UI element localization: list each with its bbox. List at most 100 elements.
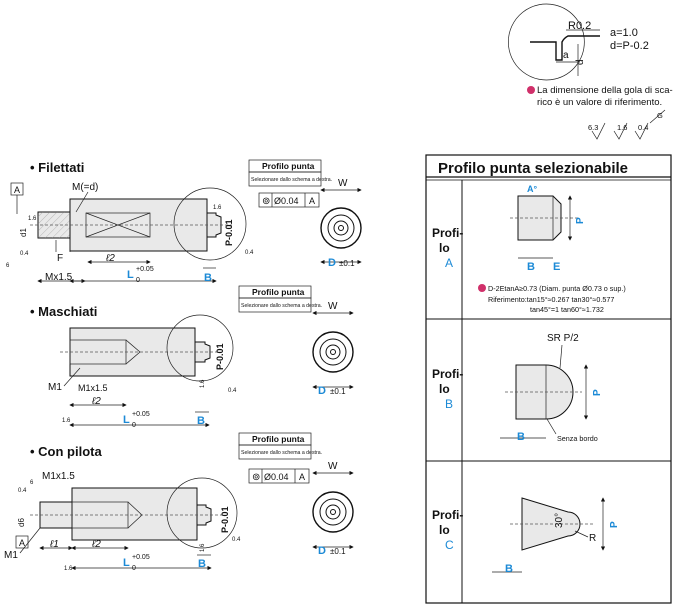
pilota-body [71, 487, 198, 541]
maschiati-section: • Maschiati Profilo punta Selezionare da… [30, 285, 354, 429]
pilota-L-tol-zero: 0 [132, 565, 136, 572]
maschiati-P: P-0.01 [215, 343, 225, 370]
pilota-end-view [312, 491, 354, 533]
pilota-rough-3: 1.6 [64, 566, 73, 572]
radius-label: R0.2 [568, 20, 591, 32]
relief-groove-detail: R0.2 a d a=1.0 d=P-0.2 La dimensione del… [508, 3, 673, 108]
profile-c-B: B [505, 563, 513, 575]
filettati-m-label: M(=d) [72, 182, 98, 193]
d-label: d [575, 59, 586, 65]
pilota-rough-4: 1.6 [200, 543, 206, 552]
pilota-rough-1: 0.4 [18, 488, 27, 494]
filettati-d1: d1 [19, 228, 28, 237]
profile-c-R: R [589, 533, 596, 544]
maschiati-detail-circle [166, 314, 234, 382]
maschiati-D-tol: ±0.1 [330, 387, 346, 396]
pilota-rough-2: 6 [30, 480, 34, 486]
filettati-tip [206, 212, 222, 238]
maschiati-rough-3: 1.6 [62, 418, 71, 424]
pilota-m1: M1 [4, 550, 18, 561]
pilota-W: W [328, 461, 338, 472]
a-equation: a=1.0 [610, 27, 638, 39]
profile-b-shape [515, 364, 574, 420]
a-label: a [563, 50, 569, 61]
pilota-L-tol-plus: +0.05 [132, 554, 150, 561]
profile-b-P: P [592, 389, 603, 396]
pilota-P: P-0.01 [220, 506, 230, 533]
filettati-B: B [204, 272, 212, 284]
pilota-m1x: M1x1.5 [42, 471, 75, 482]
maschiati-end-view [312, 331, 354, 373]
filettati-P: P-0.01 [224, 219, 234, 246]
maschiati-L-tol-plus: +0.05 [132, 411, 150, 418]
profile-c-angle: 30° [554, 513, 565, 528]
pilota-L: L [123, 557, 130, 569]
row-a-note-1: D-2EtanA≥0.73 (Diam. punta Ø0.73 o sup.) [488, 284, 626, 293]
finish-1-6: 1.6 [617, 123, 627, 132]
filettati-tip-note: Selezionare dallo schema a destra. [251, 177, 332, 183]
groove-outline [530, 35, 600, 61]
pilota-title: • Con pilota [30, 444, 102, 459]
filettati-D: D [328, 257, 336, 269]
maschiati-l2: ℓ2 [91, 396, 101, 407]
row-c-name-1: Profi- [432, 508, 463, 522]
pilota-tolerance-ref: A [299, 472, 305, 482]
pilota-concentricity: ⊚ [252, 472, 260, 483]
profile-b-edge: Senza bordo [557, 434, 598, 443]
profile-a-angle: A° [527, 184, 537, 194]
pilota-tip-title: Profilo punta [252, 434, 305, 444]
profile-a-E: E [553, 261, 560, 273]
row-b-letter: B [445, 397, 453, 411]
filettati-concentricity: ⊚ [262, 196, 270, 207]
maschiati-W: W [328, 301, 338, 312]
filettati-tolerance-ref: A [309, 196, 315, 206]
maschiati-rough-1: 1.6 [200, 379, 206, 388]
filettati-L-tol-zero: 0 [136, 277, 140, 284]
table-header: Profilo punta selezionabile [438, 160, 628, 177]
maschiati-B: B [197, 415, 205, 427]
maschiati-D: D [318, 385, 326, 397]
finish-6-3: 6.3 [588, 123, 598, 132]
row-c-letter: C [445, 538, 454, 552]
filettati-mx: Mx1.5 [45, 272, 73, 283]
maschiati-m1: M1 [48, 382, 62, 393]
filettati-D-tol: ±0.1 [339, 259, 355, 268]
filettati-W: W [338, 178, 348, 189]
filettati-L-tol-plus: +0.05 [136, 266, 154, 273]
maschiati-tip-note: Selezionare dallo schema a destra. [241, 303, 322, 309]
detail-circle [508, 3, 585, 81]
finish-0-4: 0.4 [638, 123, 648, 132]
filettati-l2: ℓ2 [105, 253, 115, 264]
filettati-detail-circle [173, 187, 247, 261]
pilota-tip-note: Selezionare dallo schema a destra. [241, 450, 322, 456]
row-a-name-2: lo [439, 241, 450, 255]
surface-finish-symbols: 6.3 1.6 0.4 G [588, 109, 666, 140]
filettati-rough-5: 0.4 [245, 250, 254, 256]
row-a-name-1: Profi- [432, 226, 463, 240]
pilota-d6: d6 [17, 518, 26, 527]
d-equation: d=P-0.2 [610, 40, 649, 52]
note-line-1: La dimensione della gola di sca- [537, 85, 673, 96]
filettati-title: • Filettati [30, 160, 84, 175]
tip-profile-table: Profilo punta selezionabile Profi- lo A … [425, 154, 672, 604]
maschiati-title: • Maschiati [30, 304, 97, 319]
pilota-rough-5: 0.4 [232, 537, 241, 543]
filettati-tolerance-value: Ø0.04 [274, 196, 299, 206]
maschiati-L-tol-zero: 0 [132, 422, 136, 429]
filettati-rough-4: 1.6 [213, 205, 222, 211]
row-c-name-2: lo [439, 523, 450, 537]
pilota-detail-circle [166, 477, 238, 549]
note-line-2: rico è un valore di riferimento. [537, 97, 662, 108]
profile-a-B: B [527, 261, 535, 273]
filettati-rough-2: 6 [6, 263, 10, 269]
row-a-note-icon [478, 284, 486, 292]
pilota-B: B [198, 558, 206, 570]
profile-b-B: B [517, 431, 525, 443]
filettati-f: F [57, 253, 63, 264]
profile-a-P: P [575, 217, 586, 224]
maschiati-rough-2: 0.4 [228, 388, 237, 394]
row-a-note-2: Riferimento:tan15°≈0.267 tan30°≈0.577 [488, 295, 614, 304]
row-a-note-3: tan45°=1 tan60°≈1.732 [530, 305, 604, 314]
filettati-rough-3: 0.4 [20, 251, 29, 257]
